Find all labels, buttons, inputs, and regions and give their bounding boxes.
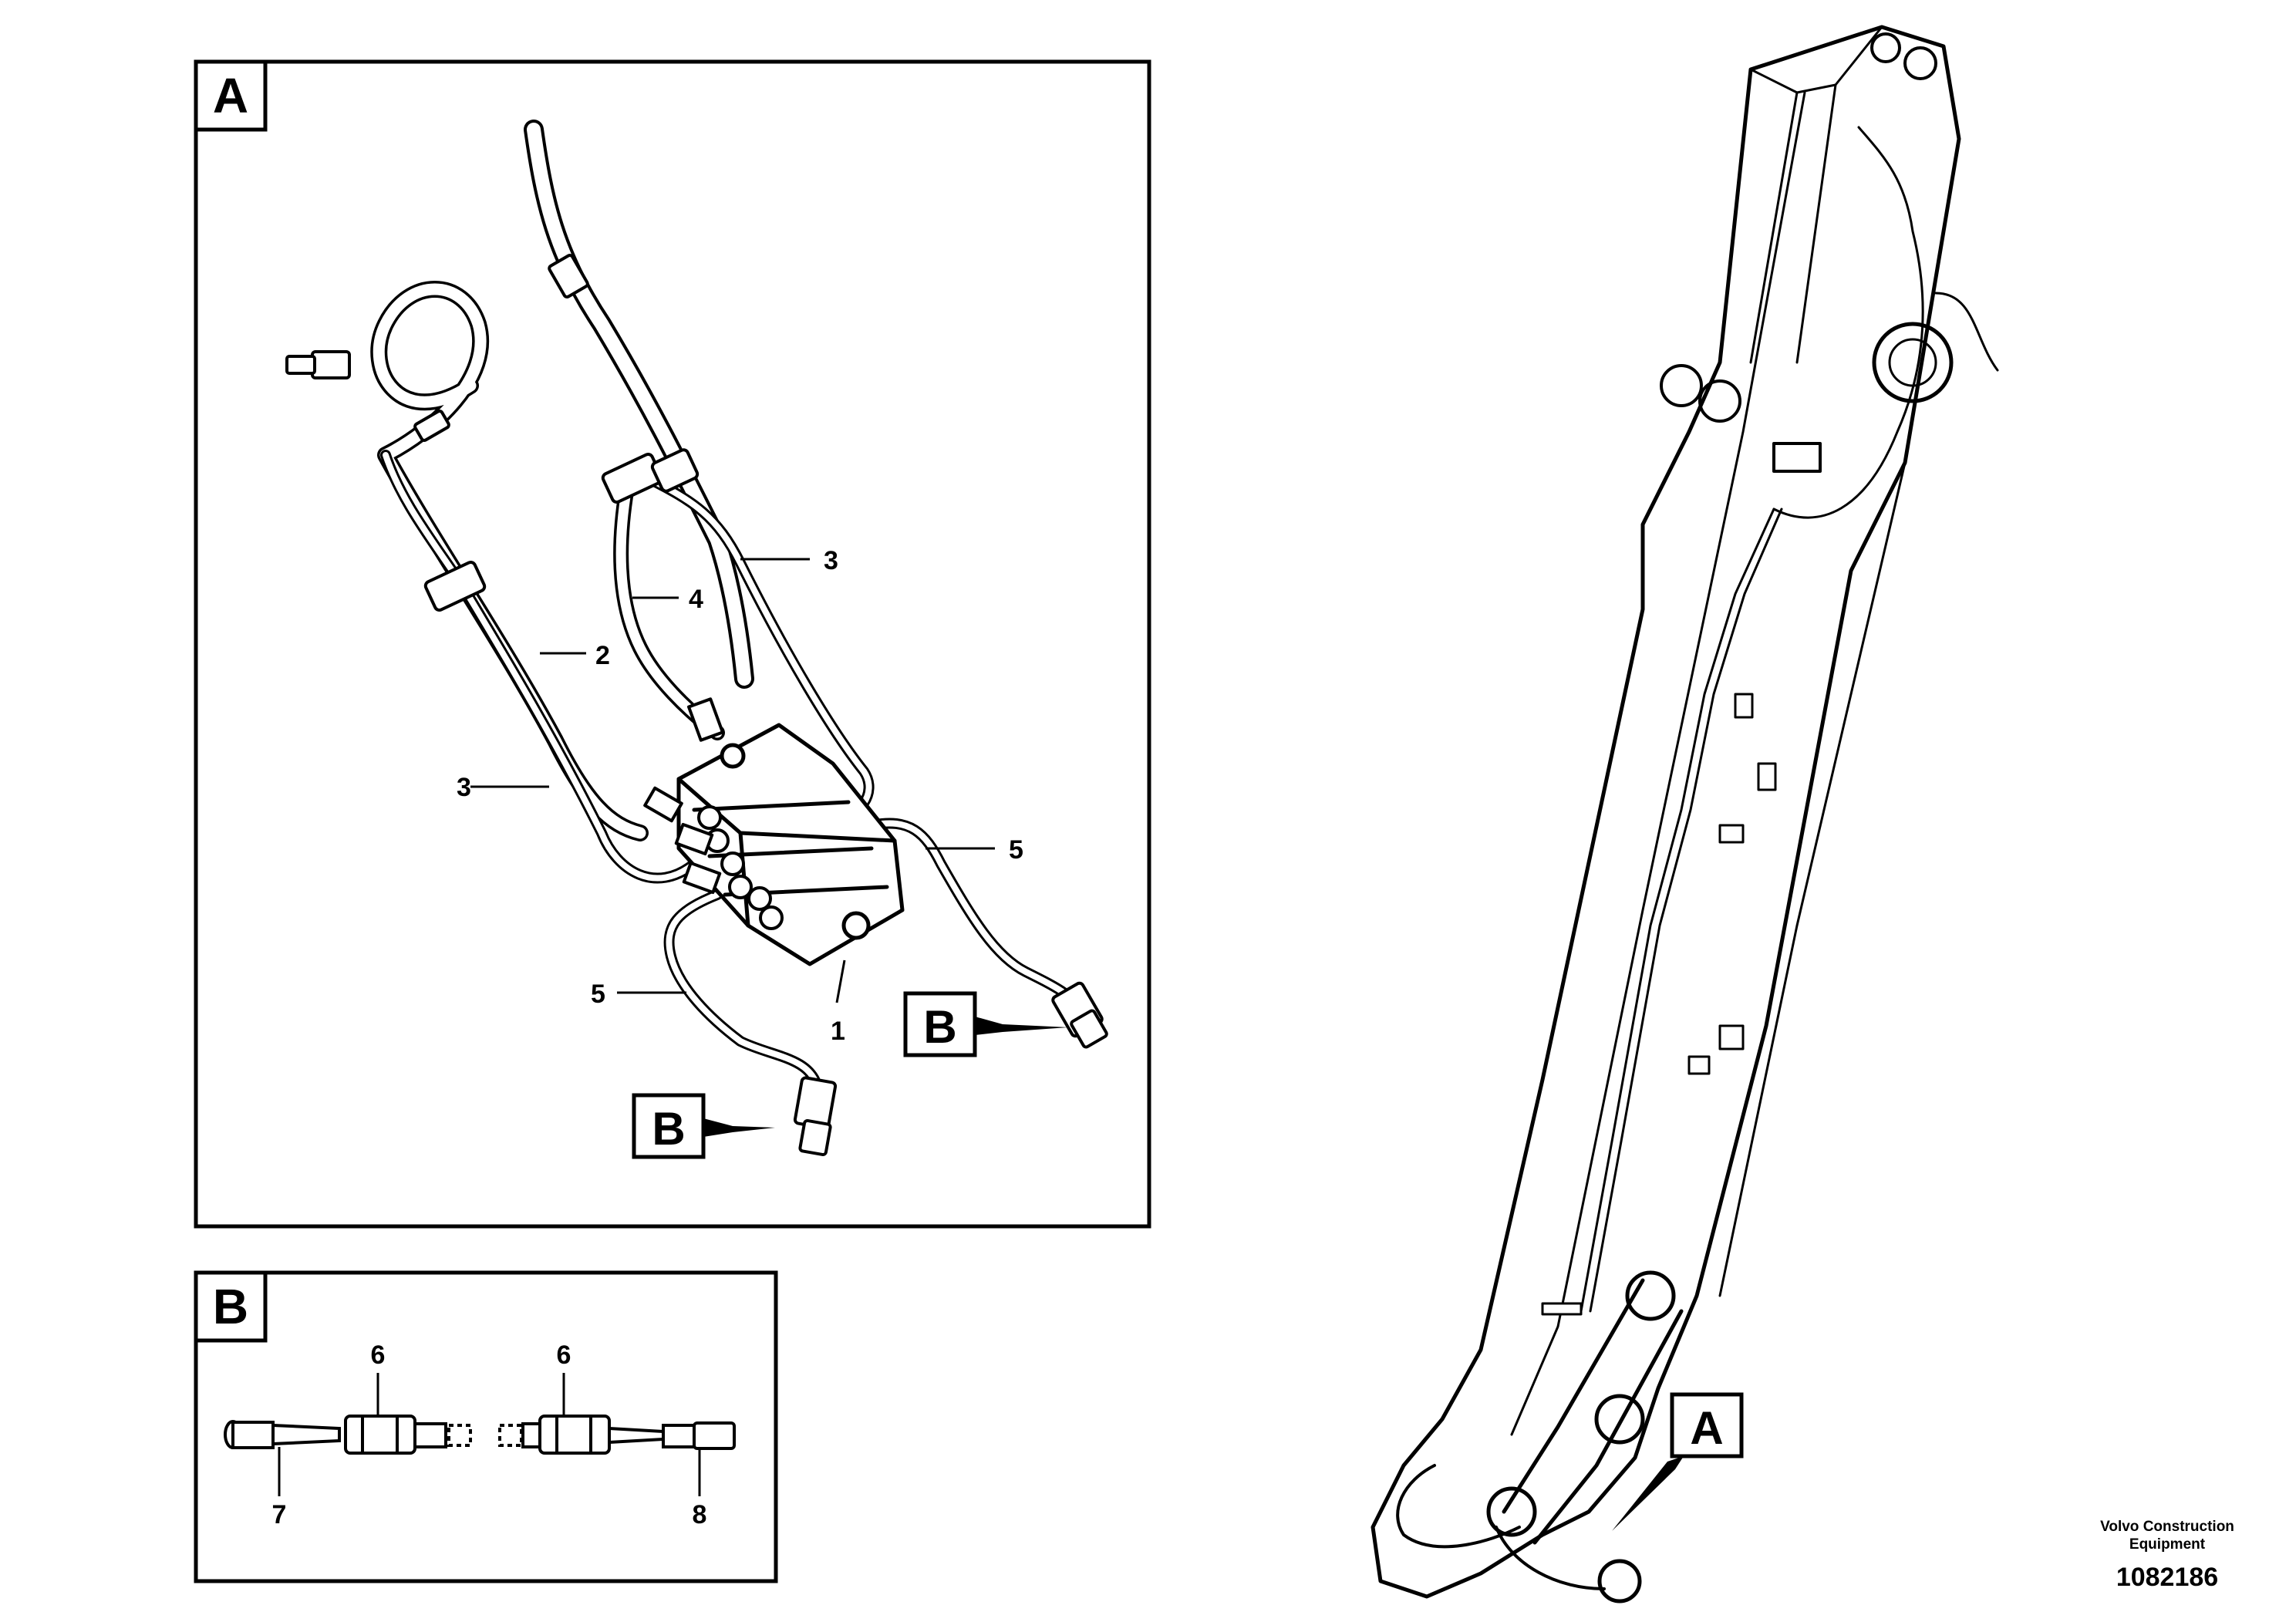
view-a-leaders [470,558,995,1003]
hose-assembly-drawing [285,120,1108,1157]
callout-3-lower: 3 [457,773,471,802]
title-block: Volvo Construction Equipment 1082186 [2052,1518,2283,1593]
callout-5-left: 5 [591,980,605,1009]
callout-2: 2 [595,641,610,670]
view-b-tag: B [213,1279,248,1334]
svg-text:A: A [1690,1402,1723,1454]
drawing-number: 1082186 [2116,1563,2219,1592]
svg-text:B: B [923,1001,956,1053]
callout-7: 7 [272,1500,287,1529]
coupling-assembly [224,1415,736,1455]
company-name-line2: Equipment [2129,1536,2206,1553]
a-reference: A [1612,1392,1744,1531]
excavator-arm-drawing [1371,25,1999,1603]
callout-6-left: 6 [371,1340,386,1370]
b-reference-right: B [903,991,1068,1057]
view-a-tag-box [194,59,268,132]
callout-6-right: 6 [557,1340,571,1370]
svg-text:B: B [652,1103,685,1155]
callout-4: 4 [689,585,703,614]
view-b-tag-box [194,1270,268,1343]
view-b-panel: B [194,1270,778,1583]
callout-1: 1 [831,1017,845,1046]
view-b-leaders [278,1373,701,1496]
callout-8: 8 [693,1500,707,1529]
callout-5-right: 5 [1009,835,1023,865]
b-reference-left: B [632,1093,775,1159]
view-a-tag: A [213,68,248,123]
view-a-panel: A [194,59,1151,1229]
company-name-line1: Volvo Construction [2100,1519,2234,1535]
callout-3-upper: 3 [824,546,838,575]
